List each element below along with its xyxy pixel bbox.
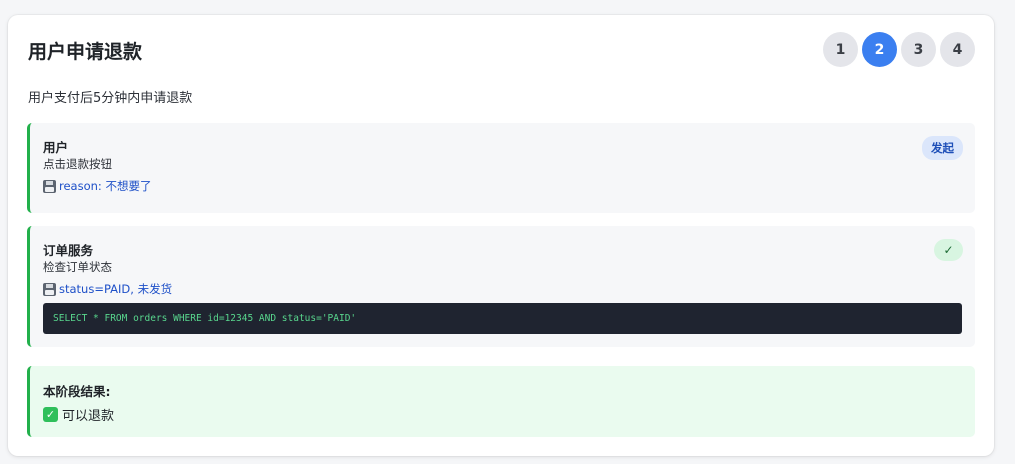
floppy-disk-icon (43, 282, 56, 296)
flow-step-order-service: 订单服务 检查订单状态 status=PAID, 未发货 ✓ SELECT * … (27, 226, 975, 347)
step-indicator: 1 2 3 4 (823, 32, 975, 67)
actor-name: 用户 (43, 140, 69, 155)
step-1-button[interactable]: 1 (823, 32, 858, 67)
check-mark-icon: ✓ (43, 407, 58, 422)
floppy-disk-icon (43, 179, 56, 193)
step-4-button[interactable]: 4 (940, 32, 975, 67)
state-text: reason: 不想要了 (59, 179, 152, 193)
refund-flow-card: 用户申请退款 1 2 3 4 用户支付后5分钟内申请退款 用户 点击退款按钮 r… (8, 15, 994, 456)
state-note: status=PAID, 未发货 (43, 281, 172, 297)
check-badge: ✓ (934, 239, 963, 261)
result-text: 可以退款 (62, 409, 115, 424)
state-text: status=PAID, 未发货 (59, 282, 173, 296)
sql-code-block: SELECT * FROM orders WHERE id=12345 AND … (43, 303, 962, 334)
initiate-badge: 发起 (922, 136, 963, 160)
actor-action: 检查订单状态 (43, 260, 112, 274)
step-2-button[interactable]: 2 (862, 32, 897, 67)
state-note: reason: 不想要了 (43, 178, 151, 194)
stage-result-panel: 本阶段结果: ✓ 可以退款 (27, 366, 975, 437)
page-title: 用户申请退款 (28, 41, 143, 63)
actor-name: 订单服务 (43, 243, 94, 258)
flow-step-user: 用户 点击退款按钮 reason: 不想要了 发起 (27, 123, 975, 213)
step-3-button[interactable]: 3 (901, 32, 936, 67)
actor-action: 点击退款按钮 (43, 157, 112, 171)
page-subtitle: 用户支付后5分钟内申请退款 (28, 91, 193, 106)
result-line: ✓ 可以退款 (43, 405, 114, 424)
result-title: 本阶段结果: (43, 384, 111, 399)
